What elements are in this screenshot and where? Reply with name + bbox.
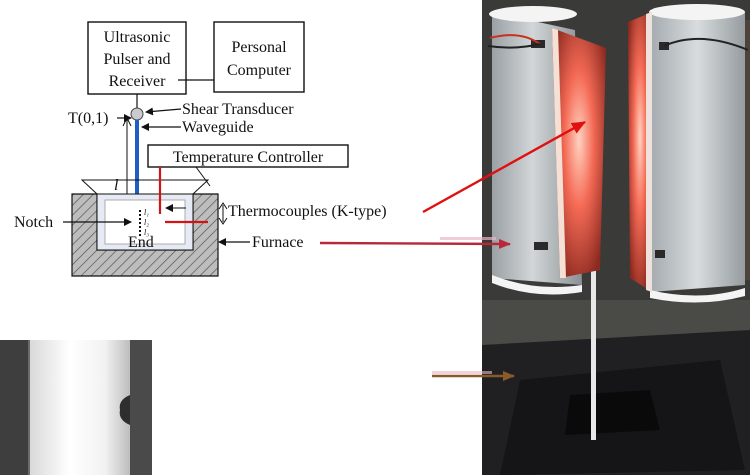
pulser-label-2: Pulser and [103,51,170,68]
mode-label: T(0,1) [68,110,108,127]
shear-transducer-label: Shear Transducer [182,101,294,118]
tc-l3-label: l₃ [144,228,149,237]
thermocouples-label: Thermocouples (K-type) [228,203,387,220]
waveguide-label: Waveguide [182,119,254,136]
waveguide-notch-photo [0,340,152,475]
computer-label-2: Computer [227,62,292,79]
temperature-controller-box [147,144,349,168]
computer-label-1: Personal [231,39,287,56]
tc-l2-label: l₂ [144,218,149,227]
pulser-label-3: Receiver [109,73,167,90]
temperature-controller-label: Temperature Controller [173,149,324,166]
schematic: Ultrasonic Pulser and Receiver Personal … [14,21,387,277]
length-symbol: l [114,177,119,194]
furnace-callout-arrow [319,238,511,249]
furnace-photo [482,0,750,475]
tc-l1-label: l₁ [144,208,149,217]
shear-transducer-icon [130,107,144,121]
notch-label: Notch [14,214,53,231]
pulser-label-1: Ultrasonic [104,29,171,46]
pulser-box [87,21,187,95]
thermocouple-callout-arrow [422,120,586,214]
computer-box [213,21,305,93]
furnace-label: Furnace [252,234,304,251]
end-label: End [128,234,154,251]
